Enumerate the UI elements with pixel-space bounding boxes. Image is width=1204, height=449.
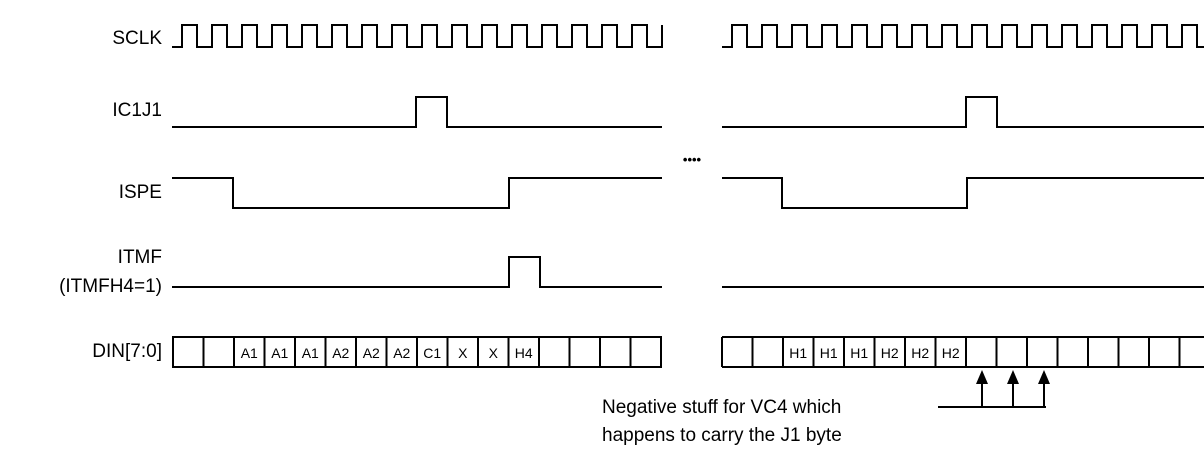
din-bus-left: A1 A1 A1 A2 A2 A2 C1 X X H4 [172, 337, 662, 367]
bus-cell-label: A1 [241, 345, 258, 361]
ispe-label: ISPE [118, 182, 162, 203]
bus-cell-label: A1 [302, 345, 319, 361]
bus-cell-label: H1 [850, 345, 868, 361]
bus-cell-label: A2 [332, 345, 349, 361]
bus-cell-label: H1 [820, 345, 838, 361]
din-label: DIN[7:0] [92, 341, 162, 362]
ispe-wave-left [172, 177, 662, 209]
bus-cell-label: A2 [393, 345, 410, 361]
sclk-label: SCLK [112, 28, 162, 49]
ic1j1-wave-right [722, 96, 1204, 128]
din-bus-right: H1 H1 H1 H2 H2 H2 [721, 337, 1181, 367]
bus-cell-label: A1 [271, 345, 288, 361]
bus-cell-label: X [489, 345, 499, 361]
itmf-condition-label: (ITMFH4=1) [59, 276, 162, 297]
bus-cell-label: H1 [789, 345, 807, 361]
bus-cell-label: H2 [911, 345, 929, 361]
bus-cell-label: H2 [942, 345, 960, 361]
annotation-line-1: Negative stuff for VC4 which [602, 397, 842, 418]
bus-cell-label: A2 [363, 345, 380, 361]
annotation-line-2: happens to carry the J1 byte [602, 425, 842, 446]
arrow-head-1 [976, 370, 988, 384]
itmf-label: ITMF [117, 247, 162, 268]
arrow-head-2 [1007, 370, 1019, 384]
break-marker: •••• [683, 152, 702, 167]
ispe-wave-right [722, 177, 1204, 209]
bus-cell-label: H4 [515, 345, 533, 361]
itmf-wave-left [172, 256, 662, 288]
ic1j1-wave-left [172, 96, 662, 128]
ic1j1-label: IC1J1 [112, 100, 162, 121]
arrow-head-3 [1038, 370, 1050, 384]
bus-cell-label: H2 [881, 345, 899, 361]
sclk-wave-left [172, 24, 663, 48]
sclk-wave-right [722, 24, 1204, 48]
bus-cell-label: X [458, 345, 468, 361]
bus-cell-label: C1 [423, 345, 441, 361]
